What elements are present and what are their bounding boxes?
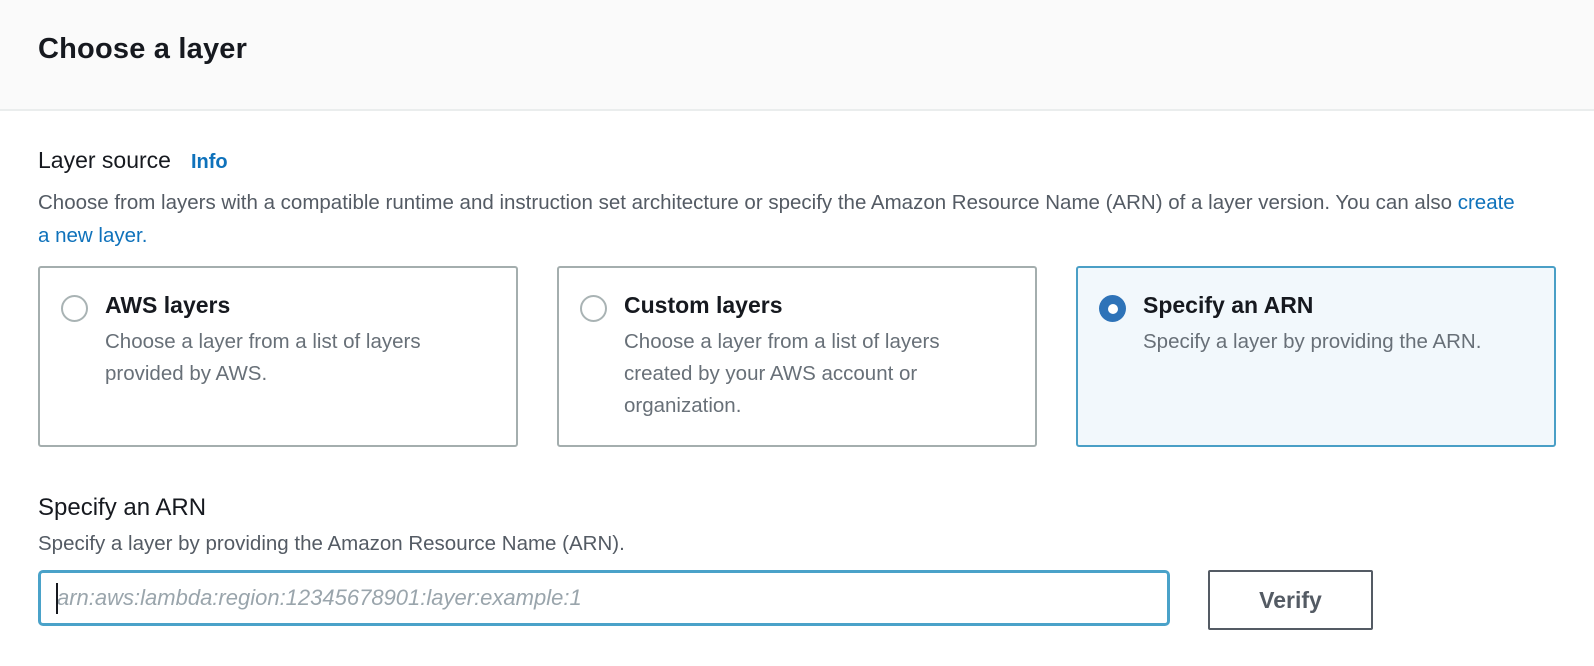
card-body: Specify an ARN Specify a layer by provid… <box>1143 292 1481 358</box>
option-description: Choose a layer from a list of layers cre… <box>624 330 940 417</box>
arn-input[interactable] <box>38 570 1170 626</box>
create-new-layer-link[interactable]: create a new layer. <box>38 191 1515 247</box>
radio-unselected-icon[interactable] <box>580 295 607 322</box>
radio-selected-icon[interactable] <box>1099 295 1126 322</box>
page-content: Layer source Info Choose from layers wit… <box>0 111 1594 630</box>
specify-arn-section: Specify an ARN Specify a layer by provid… <box>38 494 1556 630</box>
layer-source-label-row: Layer source Info <box>38 147 1556 174</box>
page-header: Choose a layer <box>0 0 1594 111</box>
option-title: Specify an ARN <box>1143 292 1314 318</box>
option-description: Specify a layer by providing the ARN. <box>1143 330 1482 353</box>
layer-source-label: Layer source <box>38 147 171 173</box>
arn-input-wrapper <box>38 570 1170 626</box>
info-link[interactable]: Info <box>190 151 228 173</box>
specify-arn-title: Specify an ARN <box>38 494 207 521</box>
layer-source-description-text: Choose from layers with a compatible run… <box>38 191 1458 214</box>
radio-unselected-icon[interactable] <box>61 295 88 322</box>
page-title: Choose a layer <box>38 33 248 65</box>
specify-arn-description: Specify a layer by providing the Amazon … <box>38 532 625 555</box>
layer-source-description: Choose from layers with a compatible run… <box>38 186 1518 252</box>
verify-button[interactable]: Verify <box>1208 570 1373 630</box>
option-title: Custom layers <box>624 292 783 318</box>
arn-input-row: Verify <box>38 570 1556 630</box>
layer-source-options: AWS layers Choose a layer from a list of… <box>38 266 1556 447</box>
option-card-aws-layers[interactable]: AWS layers Choose a layer from a list of… <box>38 266 518 447</box>
option-card-specify-an-arn[interactable]: Specify an ARN Specify a layer by provid… <box>1076 266 1556 447</box>
option-description: Choose a layer from a list of layers pro… <box>105 330 421 385</box>
card-body: AWS layers Choose a layer from a list of… <box>105 292 465 390</box>
option-title: AWS layers <box>105 292 231 318</box>
option-card-custom-layers[interactable]: Custom layers Choose a layer from a list… <box>557 266 1037 447</box>
card-body: Custom layers Choose a layer from a list… <box>624 292 984 422</box>
